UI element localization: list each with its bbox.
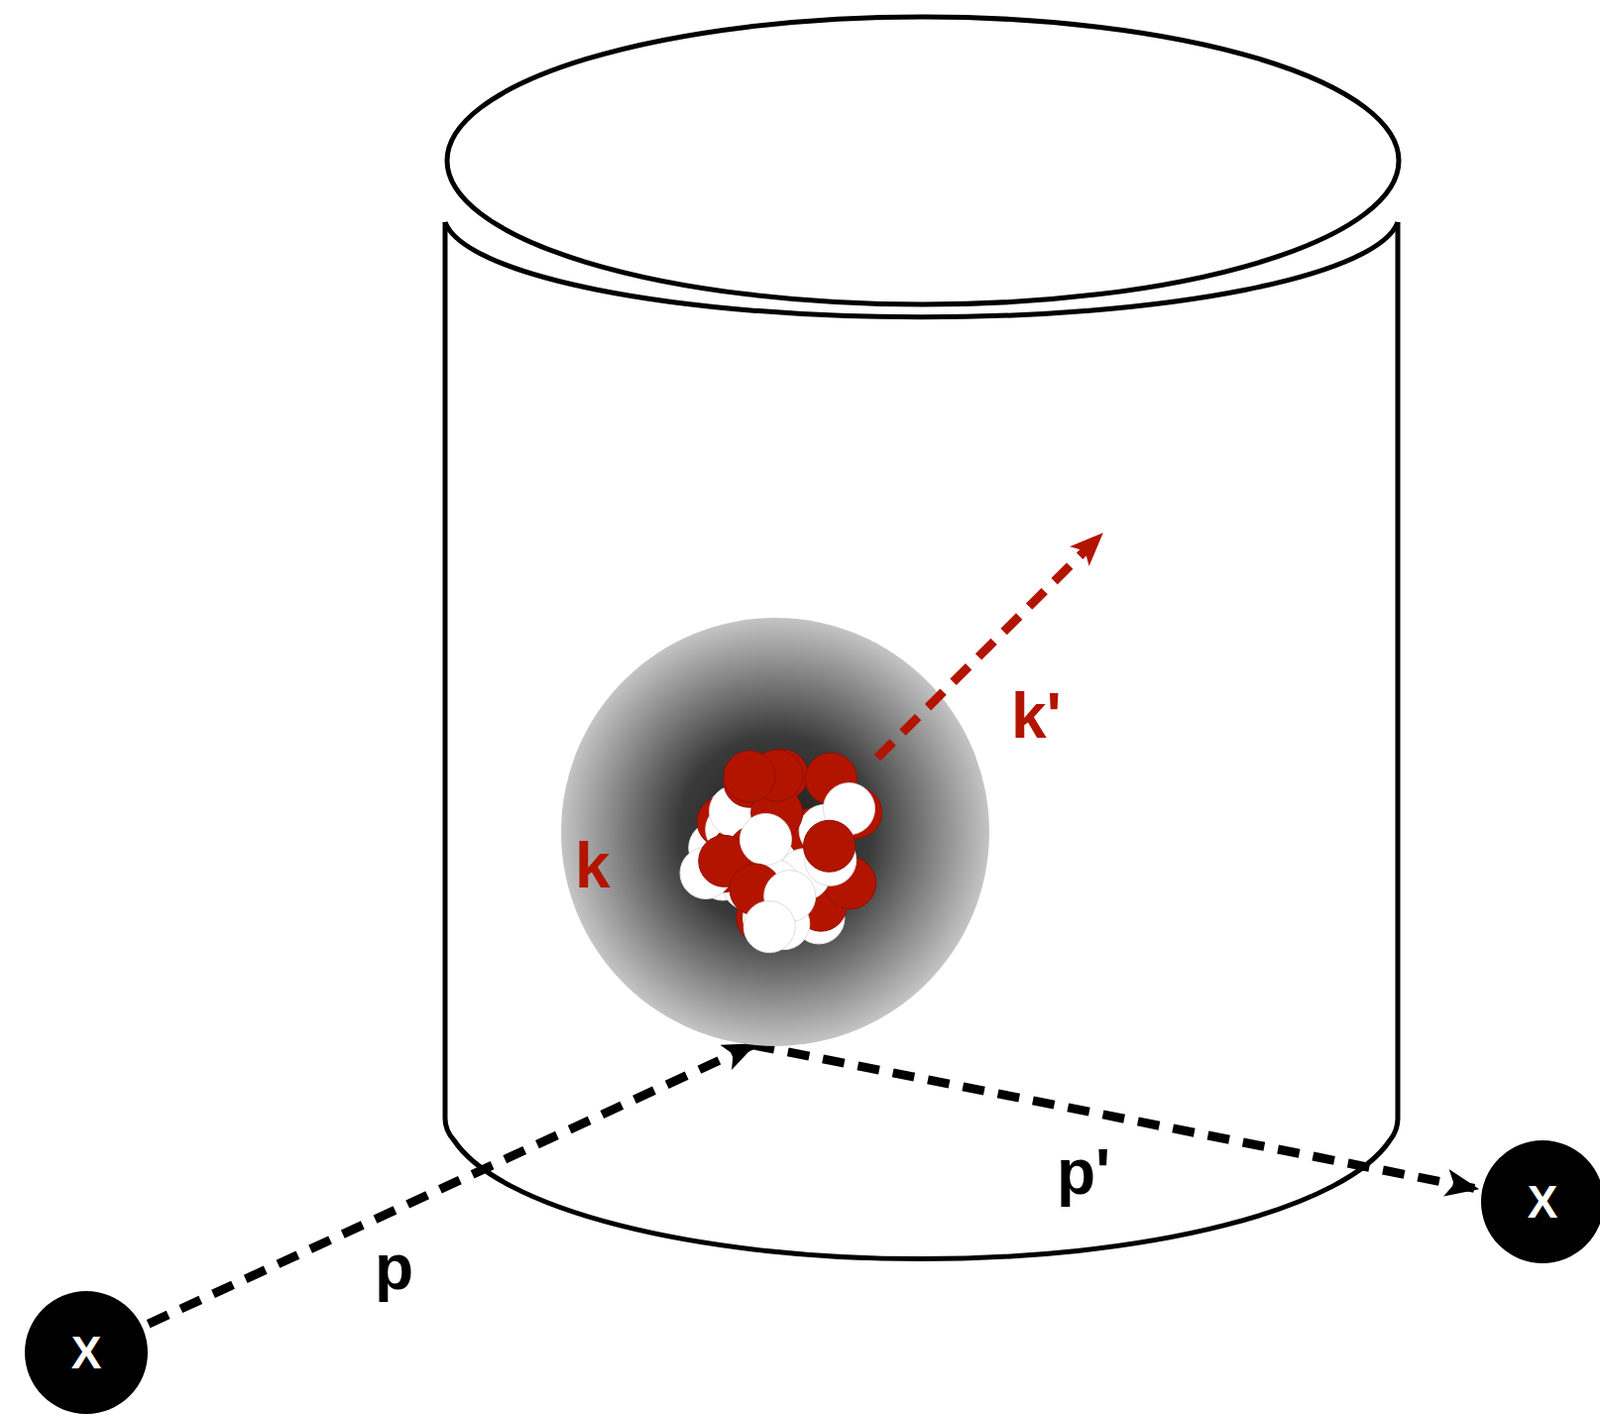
cylinder-body bbox=[445, 222, 1398, 1259]
nucleus-halo bbox=[561, 617, 990, 1046]
recoil-arrow bbox=[877, 535, 1101, 758]
particle-label: X bbox=[71, 1329, 103, 1375]
edge-label: p' bbox=[1056, 1140, 1111, 1204]
momentum-label: k bbox=[574, 833, 611, 898]
particle-label: X bbox=[1527, 1178, 1559, 1225]
cylinder-lid bbox=[447, 16, 1399, 305]
cylinder-rim bbox=[445, 222, 1398, 318]
nucleus-node: k bbox=[561, 617, 990, 1046]
momentum-label: k' bbox=[1011, 684, 1062, 748]
momentum-arrow bbox=[148, 1044, 754, 1324]
particle-node: X bbox=[23, 1289, 149, 1415]
edge-label: p bbox=[374, 1235, 414, 1299]
nucleus-spheres bbox=[680, 749, 883, 953]
momentum-arrow bbox=[752, 1044, 1476, 1189]
particle-node: X bbox=[1480, 1139, 1600, 1264]
